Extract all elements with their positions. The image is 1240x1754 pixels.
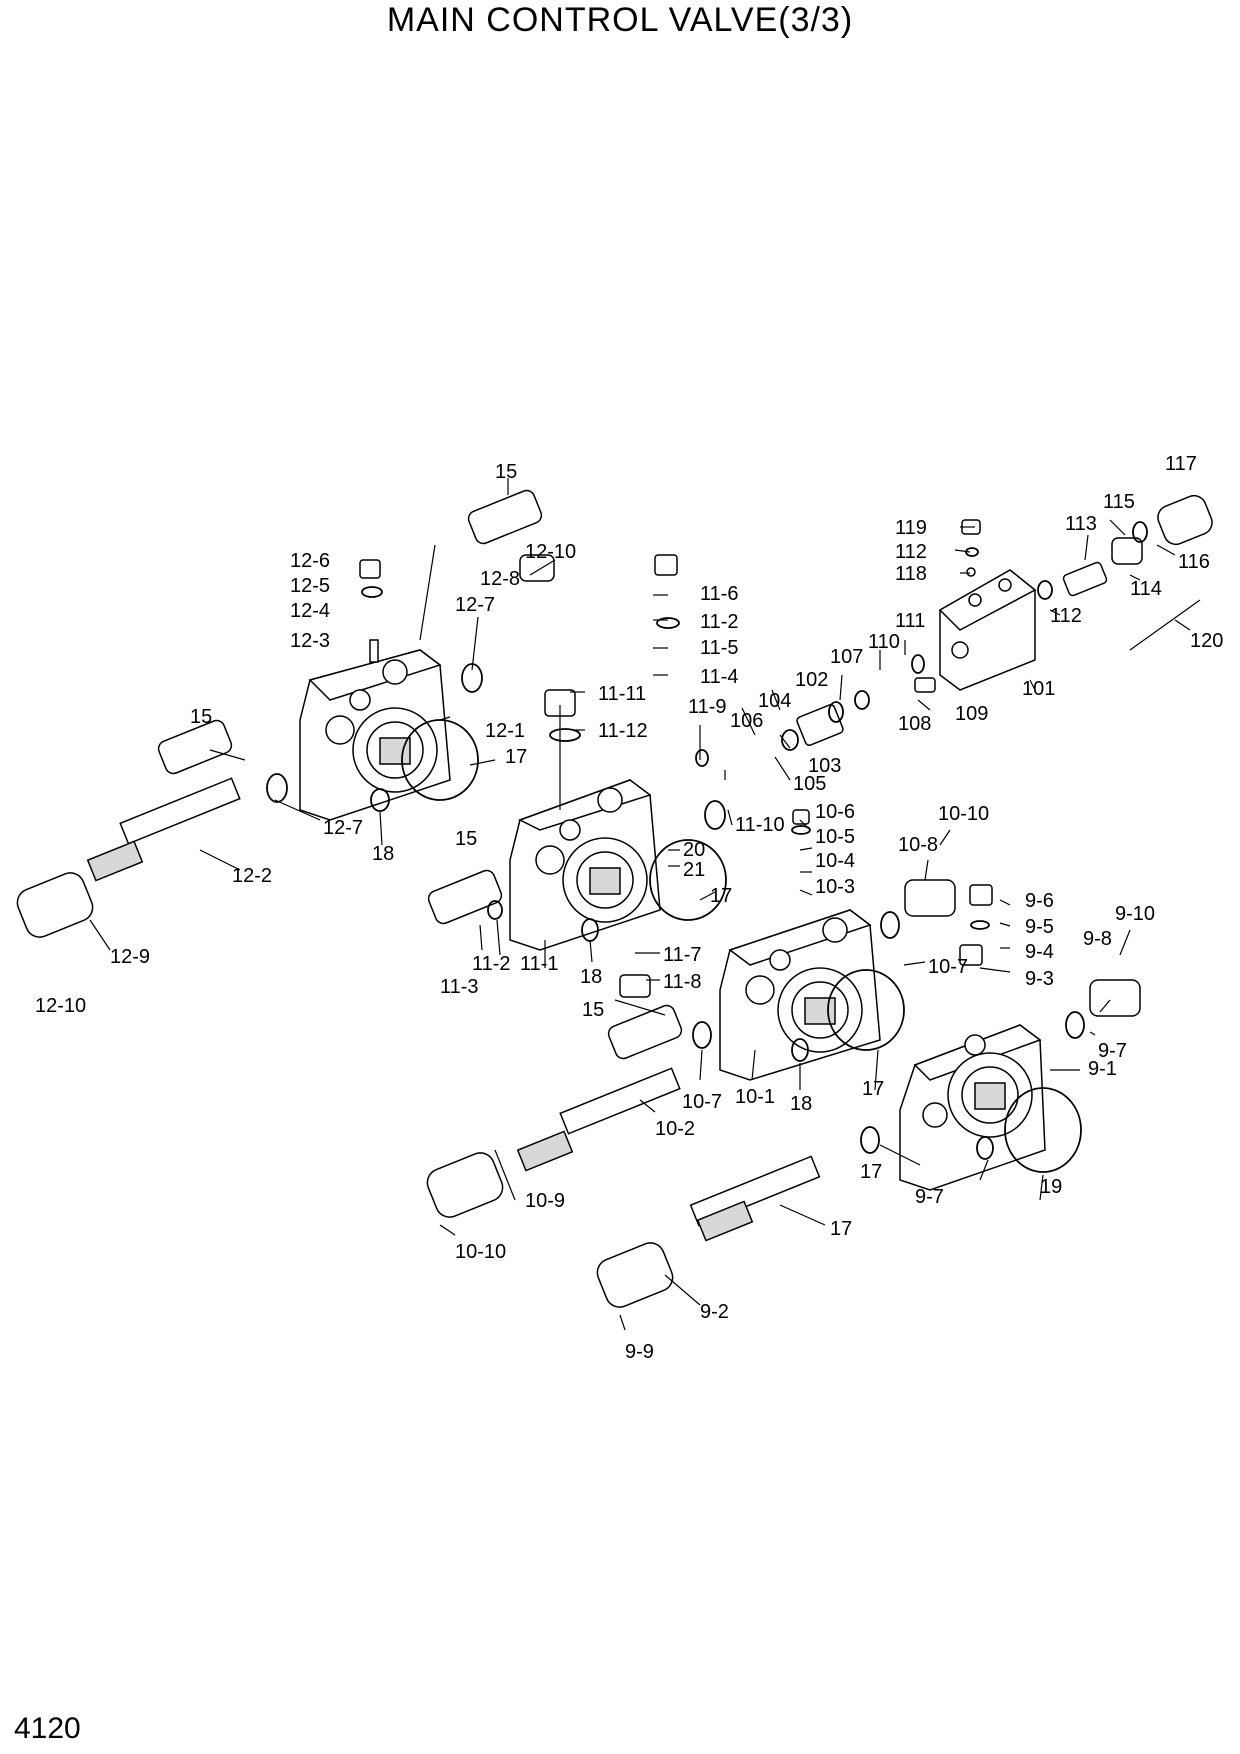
callout: 11-10 [735,814,785,836]
callout: 15 [455,828,477,850]
callout: 15 [190,706,212,728]
callout: 117 [1165,453,1197,475]
callout: 11-11 [598,683,646,705]
callout: 18 [372,843,394,865]
callout: 20 [683,839,705,861]
callout: 112 [1050,605,1082,627]
callout: 11-9 [688,696,727,718]
callout: 120 [1190,630,1223,652]
callout: 111 [895,610,925,632]
callout: 10-9 [525,1190,565,1212]
callout: 11-5 [700,637,739,659]
callout: 11-8 [663,971,702,993]
callout: 12-7 [455,594,495,616]
callout: 10-6 [815,801,855,823]
callout: 12-5 [290,575,330,597]
callout: 9-6 [1025,890,1054,912]
callout: 11-1 [520,953,559,975]
callout: 119 [895,517,927,539]
callout: 118 [895,563,927,585]
callout: 9-4 [1025,941,1054,963]
callout: 12-7 [323,817,363,839]
callout: 19 [1040,1176,1062,1198]
callout: 9-1 [1088,1058,1117,1080]
page-number: 4120 [14,1712,81,1745]
callout: 10-7 [928,956,968,978]
valve-section-101 [781,494,1213,751]
callout: 9-10 [1115,903,1155,925]
callout: 10-7 [682,1091,722,1113]
callout: 10-4 [815,850,855,872]
callout: 11-4 [700,666,739,688]
callout: 17 [505,746,527,768]
callout: 115 [1103,491,1135,513]
callout: 11-2 [472,953,511,975]
callout: 10-5 [815,826,855,848]
leader-lines [89,478,1191,1331]
callout: 17 [860,1161,882,1183]
callout: 116 [1178,551,1210,573]
callout: 17 [862,1078,884,1100]
callout: 105 [793,773,826,795]
callout: 112 [895,541,927,563]
callout: 114 [1130,578,1162,600]
callout: 9-9 [625,1341,654,1363]
callout: 12-10 [35,995,86,1017]
callout: 11-2 [700,611,739,633]
callout: 15 [495,461,517,483]
callout: 9-8 [1083,928,1112,950]
callout: 12-1 [485,720,525,742]
callout: 12-8 [480,568,520,590]
callout: 15 [582,999,604,1021]
callout: 108 [898,713,931,735]
callout: 11-7 [663,944,702,966]
callout-labels: 15 12-10 12-6 12-5 12-4 12-3 12-8 12-7 1… [35,453,1223,1363]
callout: 11-12 [598,720,648,742]
page-title: MAIN CONTROL VALVE(3/3) [386,1,854,39]
callout: 101 [1022,678,1055,700]
callout: 9-2 [700,1301,729,1323]
callout: 102 [795,669,828,691]
callout: 11-3 [440,976,479,998]
callout: 18 [580,966,602,988]
callout: 113 [1065,513,1097,535]
callout: 17 [830,1218,852,1240]
callout: 21 [683,859,705,881]
callout: 10-3 [815,876,855,898]
callout: 9-3 [1025,968,1054,990]
callout: 103 [808,755,841,777]
callout: 17 [710,885,732,907]
valve-section-12 [299,649,451,821]
callout: 9-7 [1098,1040,1127,1062]
callout: 10-2 [655,1118,695,1140]
callout: 104 [758,690,791,712]
callout: 10-1 [735,1086,775,1108]
callout: 12-6 [290,550,330,572]
callout: 110 [868,631,900,653]
callout: 10-10 [938,803,989,825]
callout: 18 [790,1093,812,1115]
callout: 107 [830,646,863,668]
callout: 12-2 [232,865,272,887]
callout: 12-9 [110,946,150,968]
callout: 11-6 [700,583,739,605]
callout: 12-4 [290,600,330,622]
callout: 106 [730,710,763,732]
spool-assembly-12 [16,489,555,938]
valve-section-10 [426,809,983,1218]
valve-section-11 [427,554,727,998]
callout: 9-5 [1025,916,1054,938]
callout: 9-7 [915,1186,944,1208]
callout: 10-8 [898,834,938,856]
callout: 109 [955,703,988,725]
callout: 12-10 [525,541,576,563]
callout: 12-3 [290,630,330,652]
callout: 10-10 [455,1241,506,1263]
valve-section-9 [596,884,1141,1308]
